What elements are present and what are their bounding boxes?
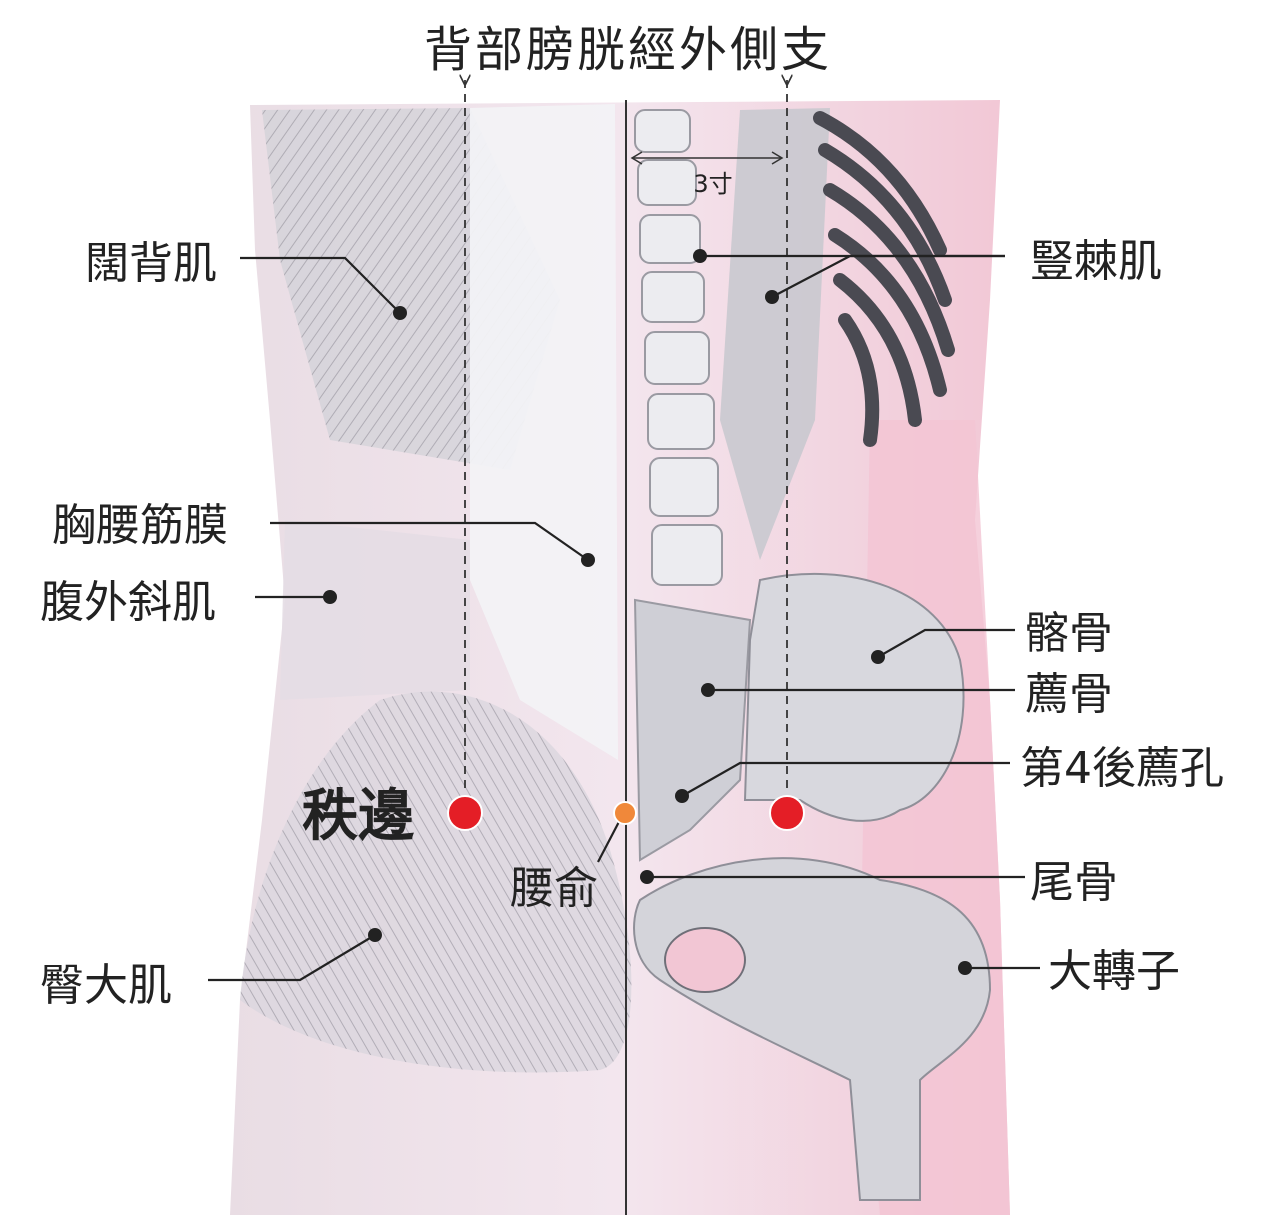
measure-arrow (630, 151, 784, 165)
erector-spinae-muscle (720, 108, 830, 560)
label-sacral-foramen: 第4後薦孔 (1020, 743, 1224, 794)
label-sacrum: 薦骨 (1025, 669, 1113, 720)
spine (634, 109, 723, 586)
label-trochanter: 大轉子 (1048, 946, 1180, 997)
label-thoracolumbar: 胸腰筋膜 (52, 500, 228, 551)
pelvis-bone (743, 573, 965, 822)
measure-label: 3寸 (693, 170, 732, 198)
reference-point (613, 801, 637, 825)
thoracolumbar-fascia (470, 104, 618, 760)
acupoint-right (769, 795, 805, 831)
label-gluteus: 臀大肌 (40, 960, 172, 1011)
obturator-foramen (664, 927, 746, 993)
sacrum-bone (633, 598, 752, 862)
label-latissimus: 闊背肌 (85, 238, 217, 289)
gluteus-maximus-muscle (240, 691, 632, 1073)
label-erector: 豎棘肌 (1030, 236, 1162, 287)
label-reference-point: 腰俞 (510, 863, 598, 914)
figure-title: 背部膀胱經外側支 (424, 22, 832, 78)
leader-lines (208, 254, 1040, 982)
label-main-acupoint: 秩邊 (302, 784, 415, 849)
leader-dots (323, 249, 972, 975)
label-external-oblique: 腹外斜肌 (40, 577, 216, 628)
external-oblique-muscle (280, 520, 470, 700)
label-coccyx: 尾骨 (1030, 857, 1118, 908)
label-ilium: 髂骨 (1025, 608, 1113, 659)
acupoint-left (447, 795, 483, 831)
